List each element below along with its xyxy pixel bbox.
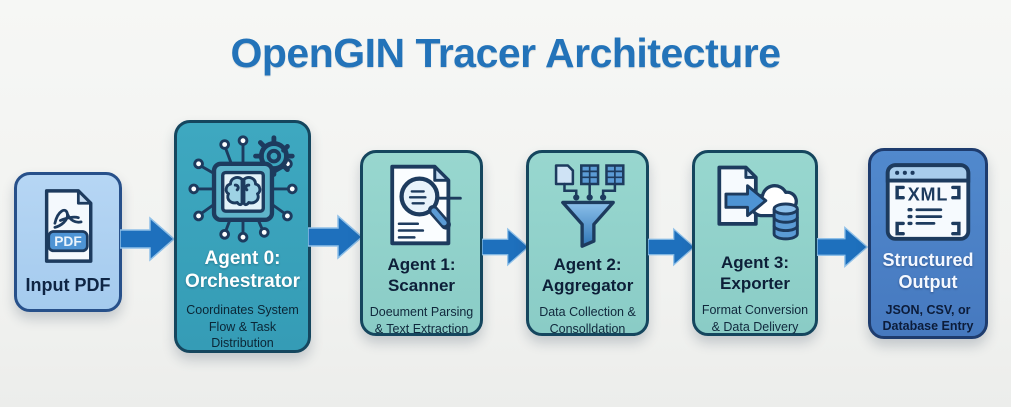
node-label: Agent 2: Aggregator — [541, 255, 634, 295]
svg-text:XML: XML — [908, 184, 949, 204]
node-label: Structured Output — [882, 250, 974, 292]
node-description: JSON, CSV, or Database Entry — [882, 302, 974, 334]
node-label: Input PDF — [25, 275, 111, 295]
ai-chip-brain-gear-icon — [185, 131, 301, 243]
export-cloud-database-icon — [711, 162, 799, 246]
flow-arrow-icon — [817, 225, 869, 269]
flow-arrow-icon — [308, 214, 364, 260]
xml-window-icon: XML — [882, 160, 974, 244]
node-agent-3-exporter: Agent 3: Exporter Format Conversion & Da… — [692, 150, 818, 336]
node-agent-2-aggregator: Agent 2: Aggregator Data Collection & Co… — [526, 150, 649, 336]
node-label: Agent 1: Scanner — [387, 255, 456, 295]
flow-arrow-icon — [482, 227, 530, 267]
pdf-document-icon: PDF — [37, 185, 99, 267]
node-description: Coordinates System Flow & Task Distribut… — [186, 303, 299, 350]
node-description: Data Collection & Consolldation — [539, 305, 636, 336]
node-agent-0-orchestrator: Agent 0: Orchestrator Coordinates System… — [174, 120, 311, 353]
node-label: Agent 3: Exporter — [720, 253, 790, 293]
diagram-title: OpenGIN Tracer Architecture — [230, 30, 781, 76]
node-agent-1-scanner: Agent 1: Scanner Doeument Parsing & Text… — [360, 150, 483, 336]
node-structured-output: XML Structured Output JSON, CSV, or Data… — [868, 148, 988, 339]
flow-arrow-icon — [120, 216, 176, 262]
node-description: Doeument Parsing & Text Extraction — [369, 305, 474, 336]
node-label: Agent 0: Orchestrator — [184, 248, 301, 293]
svg-text:PDF: PDF — [54, 234, 82, 249]
document-magnifier-icon — [382, 162, 462, 248]
node-input-pdf: PDF Input PDF — [14, 172, 122, 312]
funnel-aggregation-icon — [546, 162, 630, 248]
node-description: Format Conversion & Data Delivery — [701, 303, 809, 334]
flow-arrow-icon — [648, 227, 696, 267]
